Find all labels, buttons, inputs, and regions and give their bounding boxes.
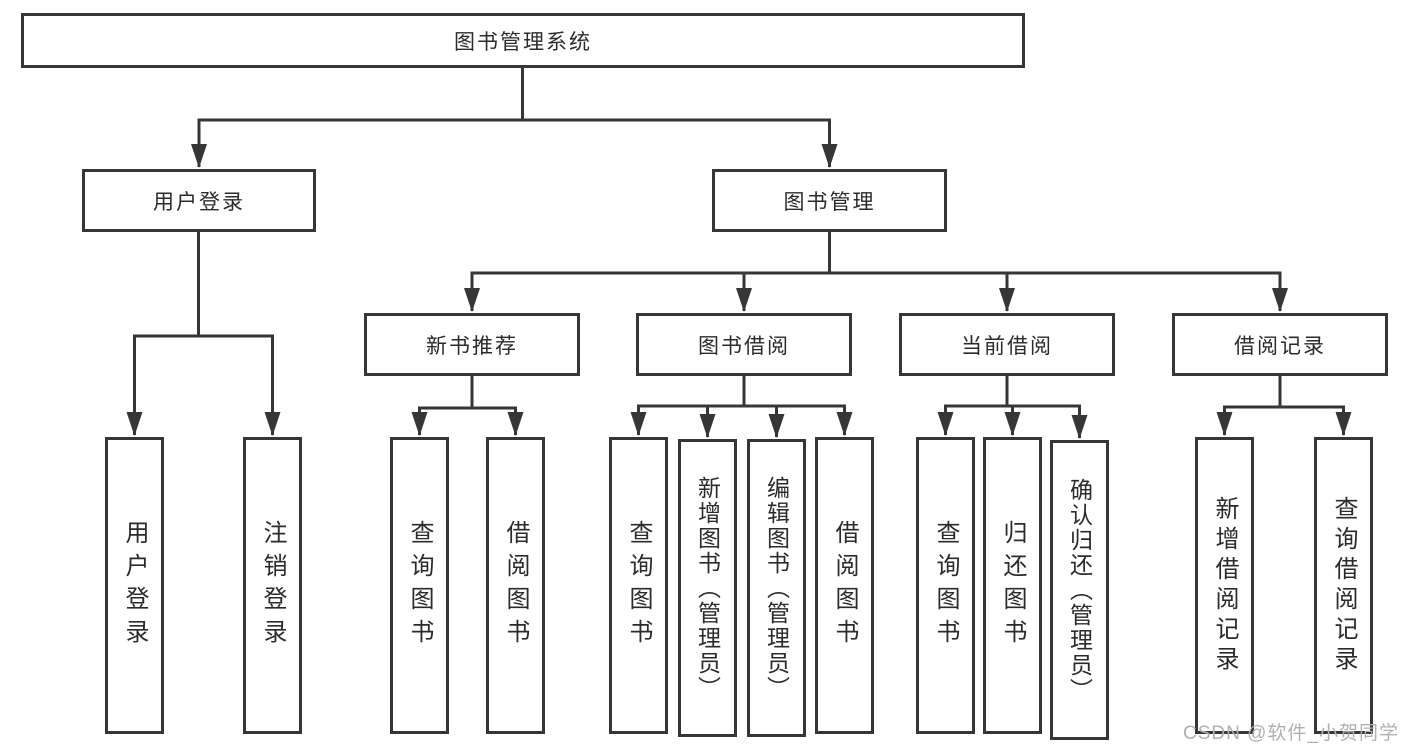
connector-current-borrow-children <box>937 376 1088 439</box>
node-return-books: 归还图书 <box>983 437 1042 734</box>
node-borrow-records-label: 借阅记录 <box>1234 334 1326 358</box>
connector-root-to-level2 <box>191 68 838 168</box>
node-query-books-current: 查询图书 <box>916 437 975 734</box>
node-user-login: 用户登录 <box>82 169 316 232</box>
node-logout-leaf-label: 注销登录 <box>259 519 286 652</box>
node-root: 图书管理系统 <box>21 13 1025 68</box>
connector-user-login-children <box>126 232 281 436</box>
node-borrow-books-leaf: 借阅图书 <box>815 437 874 734</box>
node-add-books-admin-label: 新增图书（管理员） <box>694 475 721 701</box>
node-query-books-borrow-label: 查询图书 <box>625 519 652 652</box>
node-borrow-records: 借阅记录 <box>1172 313 1388 376</box>
node-query-borrow-record-label: 查询借阅记录 <box>1330 495 1357 676</box>
node-current-borrow-label: 当前借阅 <box>961 334 1053 358</box>
watermark: CSDN @软件_小贺同学 <box>1183 723 1399 744</box>
node-query-books-borrow: 查询图书 <box>609 437 668 734</box>
node-add-books-admin: 新增图书（管理员） <box>678 439 737 737</box>
node-book-borrow-label: 图书借阅 <box>698 334 790 358</box>
connector-new-book-recommend-children <box>411 376 524 436</box>
connector-book-borrow-children <box>630 376 853 438</box>
node-confirm-return-admin-label: 确认归还（管理员） <box>1066 477 1093 703</box>
connector-book-management-children <box>464 232 1288 312</box>
node-add-borrow-record: 新增借阅记录 <box>1195 437 1254 734</box>
node-borrow-books-recommend: 借阅图书 <box>486 437 545 734</box>
node-borrow-books-leaf-label: 借阅图书 <box>831 519 858 652</box>
node-current-borrow: 当前借阅 <box>899 313 1115 376</box>
node-user-login-leaf-label: 用户登录 <box>121 519 148 652</box>
connector-borrow-records-children <box>1216 376 1352 436</box>
node-return-books-label: 归还图书 <box>999 519 1026 652</box>
node-query-books-current-label: 查询图书 <box>932 519 959 652</box>
node-new-book-recommend-label: 新书推荐 <box>426 334 518 358</box>
node-confirm-return-admin: 确认归还（管理员） <box>1050 440 1109 740</box>
node-book-management-label: 图书管理 <box>783 190 876 214</box>
node-book-management: 图书管理 <box>712 169 947 232</box>
node-logout-leaf: 注销登录 <box>243 437 302 734</box>
node-book-borrow: 图书借阅 <box>636 313 852 376</box>
node-borrow-books-recommend-label: 借阅图书 <box>502 519 529 652</box>
node-root-label: 图书管理系统 <box>454 30 592 54</box>
node-query-borrow-record: 查询借阅记录 <box>1314 437 1373 734</box>
node-user-login-label: 用户登录 <box>153 190 245 214</box>
node-user-login-leaf: 用户登录 <box>105 437 164 734</box>
node-edit-books-admin-label: 编辑图书（管理员） <box>763 475 790 701</box>
node-edit-books-admin: 编辑图书（管理员） <box>747 439 806 737</box>
node-new-book-recommend: 新书推荐 <box>364 313 580 376</box>
node-add-borrow-record-label: 新增借阅记录 <box>1211 495 1238 676</box>
node-query-books-recommend: 查询图书 <box>390 437 449 734</box>
node-query-books-recommend-label: 查询图书 <box>406 519 433 652</box>
